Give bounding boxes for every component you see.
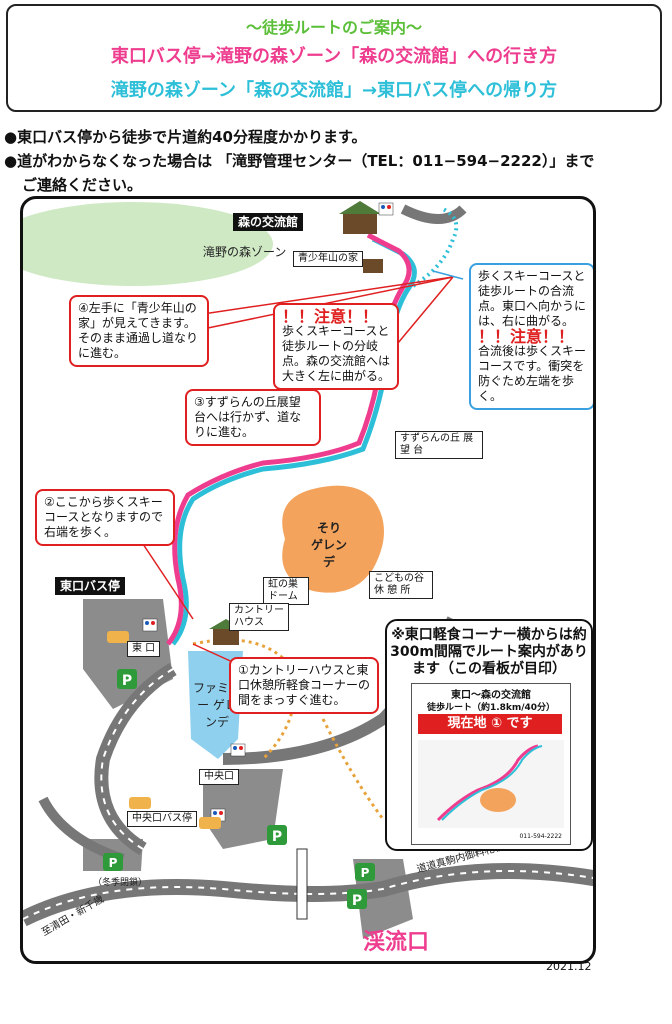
label-suzuran: すずらんの丘 展 望 台 (395, 431, 483, 459)
main-road (23, 863, 593, 927)
label-kodomo: こどもの谷 休 憩 所 (369, 571, 433, 599)
forest-zone-area (23, 202, 273, 286)
route-blue (171, 236, 417, 646)
header-box: ～徒歩ルートのご案内～ 東口バス停→滝野の森ゾーン「森の交流館」への行き方 滝野… (6, 4, 662, 112)
parking-sign-4: P (103, 853, 123, 871)
sori-gelende-area (282, 485, 384, 593)
label-chuoguchi: 中央口 (199, 769, 239, 785)
footer-date: 2021.12 (546, 960, 592, 973)
label-niji: 虹の巣 ドーム (263, 577, 309, 605)
svg-text:P: P (352, 893, 362, 909)
junction-text: 歩くスキーコースと徒歩ルートの分岐点。森の交流館へは大きく左に曲がる。 (282, 324, 391, 383)
parking-sign-3: P (347, 889, 367, 909)
parking-sign-5: P (355, 863, 375, 881)
callout-step3: ③すずらんの丘展望台へは行かず、道なりに進む。 (185, 389, 321, 446)
label-keiryu: 渓流口 (363, 930, 430, 955)
road-north (400, 204, 467, 224)
route-sign-image: 東口〜森の交流館 徒歩ルート（約1.8km/40分） 現在地 ① です 011-… (411, 683, 571, 845)
park-sign-post (296, 848, 308, 920)
callout-merge-info: 歩くスキーコースと徒歩ルートの合流点。東口へ向かうには、右に曲がる。 ！！注意！… (469, 263, 593, 410)
svg-text:P: P (361, 866, 370, 880)
label-sori: そり ゲレンデ (310, 521, 347, 569)
car-icon (107, 631, 129, 643)
svg-text:P: P (122, 673, 132, 689)
header-route-to: 東口バス停→滝野の森ゾーン「森の交流館」への行き方 (110, 46, 558, 67)
sign-mini-map (418, 740, 564, 828)
note-contact: ●道がわからなくなった場合は 「滝野管理センター（TEL：011−594−222… (4, 152, 595, 170)
warning-label: ！！注意！！ (282, 307, 379, 326)
label-mori-koryukan: 森の交流館 (233, 213, 304, 231)
country-house-building (213, 629, 239, 645)
merge-after-text: 合流後は歩くスキーコースです。衝突を防ぐため左端を歩く。 (478, 344, 587, 403)
parking-sign-1: P (117, 669, 137, 689)
sign-distance: 徒歩ルート（約1.8km/40分） (426, 703, 556, 713)
infobox-text: ※東口軽食コーナー横からは約300m間隔でルート案内があります（この看板が目印） (390, 627, 588, 677)
merge-warning-label: ！！注意！！ (478, 327, 575, 346)
mori-koryukan-building (343, 214, 377, 234)
label-higashiguchi-bus: 東口バス停 (55, 577, 126, 595)
sign-current-location: 現在地 ① です (418, 714, 562, 734)
map-frame[interactable]: P P P P P 森の交流館 滝野の森ゾーン 青少年山の家 すずらんの丘 展 … (20, 196, 596, 964)
label-chuoguchi-bus: 中央口バス停 (127, 811, 197, 827)
callout-step1: ①カントリーハウスと東口休憩所軽食コーナーの間をまっすぐ進む。 (229, 657, 379, 714)
label-forest-zone: 滝野の森ゾーン (203, 245, 287, 259)
sign-title: 東口〜森の交流館 (451, 690, 531, 701)
sign-phone: 011-594-2222 (519, 833, 562, 840)
toilet-icon-1 (378, 202, 394, 216)
orange-dotted-path (192, 638, 297, 761)
header-title: ～徒歩ルートのご案内～ (245, 18, 422, 37)
svg-text:P: P (109, 856, 118, 870)
note-contact-end: ご連絡ください。 (22, 176, 143, 194)
road-west (94, 662, 177, 856)
label-winter-closed: （冬季閉鎖） (93, 878, 148, 888)
note-duration: ●東口バス停から徒歩で片道約40分程度かかります。 (4, 128, 367, 146)
route-pink (166, 232, 412, 646)
toilet-icon-3 (230, 743, 246, 757)
label-seishonen: 青少年山の家 (293, 251, 363, 267)
parking-sign-2: P (267, 825, 287, 845)
chuoguchi-ground (203, 769, 283, 849)
svg-text:P: P (272, 829, 282, 845)
route-sign-infobox: ※東口軽食コーナー横からは約300m間隔でルート案内があります（この看板が目印）… (385, 619, 593, 851)
label-country-house: カントリー ハウス (229, 603, 289, 631)
merge-text: 歩くスキーコースと徒歩ルートの合流点。東口へ向かうには、右に曲がる。 (478, 269, 587, 328)
toilet-icon-2 (142, 618, 158, 632)
header-route-back: 滝野の森ゾーン「森の交流館」→東口バス停への帰り方 (110, 80, 558, 101)
label-higashiguchi: 東 口 (127, 641, 161, 657)
callout-junction-warning: ！！注意！！ 歩くスキーコースと徒歩ルートの分岐点。森の交流館へは大きく左に曲が… (273, 303, 399, 390)
car-icon (129, 797, 151, 809)
callout-step4: ④左手に「青少年山の家」が見えてきます。そのまま通過し道なりに進む。 (69, 295, 209, 367)
callout-step2: ②ここから歩くスキーコースとなりますので右端を歩く。 (35, 489, 175, 546)
car-icon (199, 817, 221, 829)
